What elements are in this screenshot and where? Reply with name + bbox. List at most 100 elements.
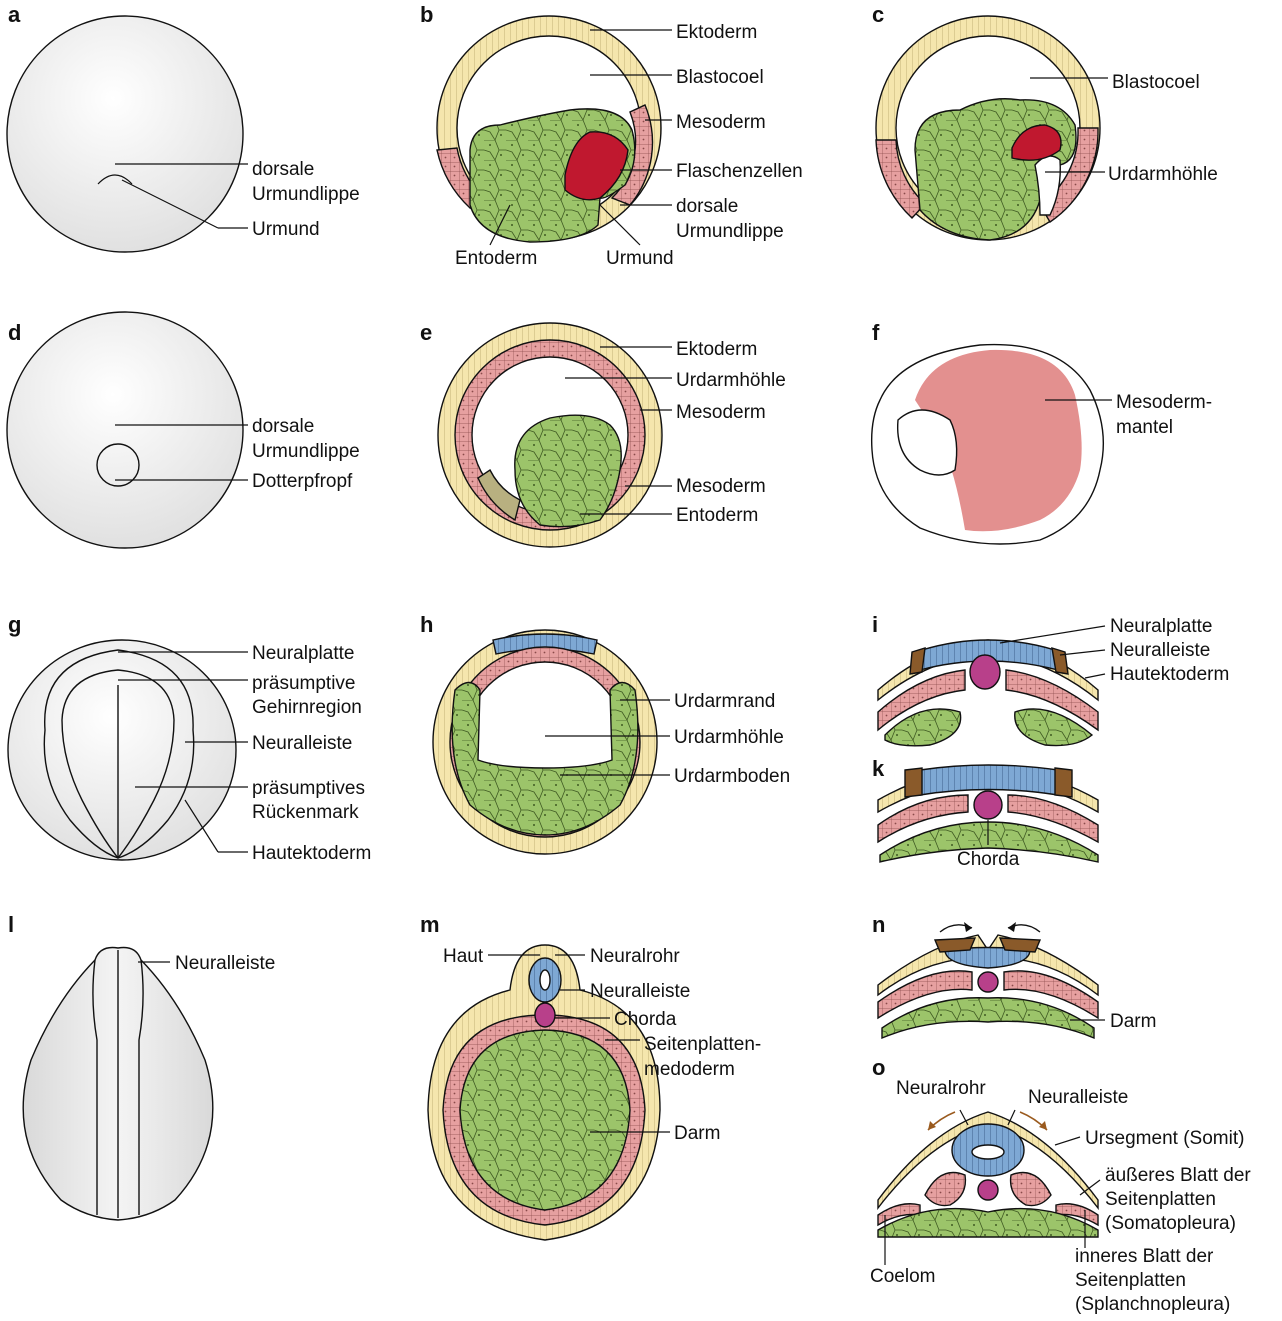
endoderm-i [885, 709, 1092, 746]
label-o-somatopleura: (Somatopleura) [1105, 1213, 1236, 1234]
label-m-medoderm: medoderm [644, 1059, 735, 1080]
label-o-neuralrohr: Neuralrohr [896, 1078, 986, 1099]
label-m-neuralleiste: Neuralleiste [590, 981, 690, 1002]
panel-letter-i: i [872, 612, 878, 637]
label-d-dotterpfropf: Dotterpfropf [252, 471, 353, 492]
panel-letter-g: g [8, 612, 21, 637]
panel-c: c Blastocoel Urdarmhöhle [872, 2, 1218, 240]
label-c-urdarmhoehle: Urdarmhöhle [1108, 164, 1218, 185]
label-b-blastocoel: Blastocoel [676, 67, 764, 88]
label-o-coelom: Coelom [870, 1266, 935, 1287]
gut-m [460, 1030, 630, 1210]
panel-letter-n: n [872, 912, 885, 937]
label-g-gehirnregion: Gehirnregion [252, 697, 362, 718]
notochord-k [974, 791, 1002, 819]
neural-tube-lumen-m [540, 970, 550, 990]
label-m-chorda: Chorda [614, 1009, 677, 1030]
label-g-rueckenmark: Rückenmark [252, 802, 359, 823]
label-i-neuralplatte: Neuralplatte [1110, 616, 1212, 637]
label-g-praesumptives: präsumptives [252, 778, 365, 799]
panel-letter-c: c [872, 2, 884, 27]
label-m-neuralrohr: Neuralrohr [590, 946, 680, 967]
label-o-aeusseres-blatt: äußeres Blatt der [1105, 1165, 1251, 1186]
arrowhead-right-o [1039, 1121, 1047, 1130]
label-h-urdarmboden: Urdarmboden [674, 766, 790, 787]
neural-crest-k-right [1055, 768, 1072, 797]
panel-m: m Haut Neuralrohr Neuralleiste Chorda Se… [420, 912, 761, 1240]
panel-i: i Neuralplatte Neuralleiste Hautektoderm [872, 612, 1229, 746]
panel-letter-f: f [872, 320, 880, 345]
label-f-mesoderm: Mesoderm- [1116, 392, 1212, 413]
neural-crest-i-left [910, 648, 925, 674]
label-e-mesoderm-2: Mesoderm [676, 476, 766, 497]
panel-letter-b: b [420, 2, 433, 27]
label-d-urmundlippe: Urmundlippe [252, 441, 360, 462]
panel-letter-k: k [872, 756, 885, 781]
label-o-seitenplatten-2: Seitenplatten [1075, 1270, 1186, 1291]
label-e-ektoderm: Ektoderm [676, 339, 757, 360]
panel-d: d dorsale Urmundlippe Dotterpfropf [7, 312, 360, 548]
label-m-seitenplatten: Seitenplatten- [644, 1034, 761, 1055]
panel-a: a dorsale Urmundlippe Urmund [7, 2, 360, 252]
panel-o: o Neuralrohr Neuralleiste Ursegment (Som… [870, 1055, 1251, 1315]
label-h-urdarmhoehle: Urdarmhöhle [674, 727, 784, 748]
label-g-hautektoderm: Hautektoderm [252, 843, 371, 864]
egg-d [7, 312, 243, 548]
label-k-chorda: Chorda [957, 849, 1020, 870]
somite-o-right [1011, 1173, 1051, 1206]
notochord-i [970, 655, 1000, 689]
neural-crest-n-right [1000, 938, 1040, 952]
panel-b: b Ektoderm Blastocoel Mesoderm Flaschenz… [420, 2, 803, 269]
label-b-urmundlippe: Urmundlippe [676, 221, 784, 242]
label-e-urdarmhoehle: Urdarmhöhle [676, 370, 786, 391]
panel-letter-l: l [8, 912, 14, 937]
label-o-ursegment: Ursegment (Somit) [1085, 1128, 1244, 1149]
panel-e: e Ektoderm Urdarmhöhle Mesoderm Mesoderm… [420, 320, 786, 547]
neural-crest-k-left [905, 768, 922, 797]
label-n-darm: Darm [1110, 1011, 1156, 1032]
label-g-neuralplatte: Neuralplatte [252, 643, 354, 664]
label-i-hautektoderm: Hautektoderm [1110, 664, 1229, 685]
panel-g: g Neuralplatte präsumptive Gehirnregion … [8, 612, 371, 864]
notochord-n [978, 972, 998, 992]
panel-letter-a: a [8, 2, 21, 27]
label-b-urmund: Urmund [606, 248, 674, 269]
label-o-neuralleiste: Neuralleiste [1028, 1087, 1128, 1108]
panel-letter-h: h [420, 612, 433, 637]
panel-letter-m: m [420, 912, 440, 937]
panel-k: k Chorda [872, 756, 1098, 870]
panel-letter-d: d [8, 320, 21, 345]
label-c-blastocoel: Blastocoel [1112, 72, 1200, 93]
label-l-neuralleiste: Neuralleiste [175, 953, 275, 974]
notochord-o [978, 1180, 998, 1200]
label-a-dorsale: dorsale [252, 159, 314, 180]
label-b-mesoderm: Mesoderm [676, 112, 766, 133]
label-e-entoderm: Entoderm [676, 505, 758, 526]
egg-a [7, 16, 243, 252]
label-b-ektoderm: Ektoderm [676, 22, 757, 43]
panel-l: l Neuralleiste [8, 912, 275, 1220]
label-d-dorsale: dorsale [252, 416, 314, 437]
endoderm-e [515, 415, 621, 526]
arrowhead-left-o [928, 1121, 936, 1130]
panel-n: n Darm [872, 912, 1156, 1038]
label-e-mesoderm: Mesoderm [676, 402, 766, 423]
panel-f: f Mesoderm- mantel [872, 320, 1212, 544]
panel-letter-e: e [420, 320, 432, 345]
label-b-dorsale: dorsale [676, 196, 738, 217]
notochord-m [535, 1003, 555, 1027]
label-f-mantel: mantel [1116, 417, 1173, 438]
endoderm-n [882, 998, 1094, 1038]
label-m-haut: Haut [443, 946, 484, 967]
somite-o-left [925, 1173, 965, 1206]
label-i-neuralleiste: Neuralleiste [1110, 640, 1210, 661]
label-o-splanchnopleura: (Splanchnopleura) [1075, 1294, 1230, 1315]
panel-letter-o: o [872, 1055, 885, 1080]
panel-h: h Urdarmrand Urdarmhöhle Urdarmboden [420, 612, 790, 854]
label-o-inneres-blatt: inneres Blatt der [1075, 1246, 1214, 1267]
label-a-urmundlippe: Urmundlippe [252, 184, 360, 205]
label-o-seitenplatten-1: Seitenplatten [1105, 1189, 1216, 1210]
label-b-entoderm: Entoderm [455, 248, 537, 269]
label-g-neuralleiste: Neuralleiste [252, 733, 352, 754]
